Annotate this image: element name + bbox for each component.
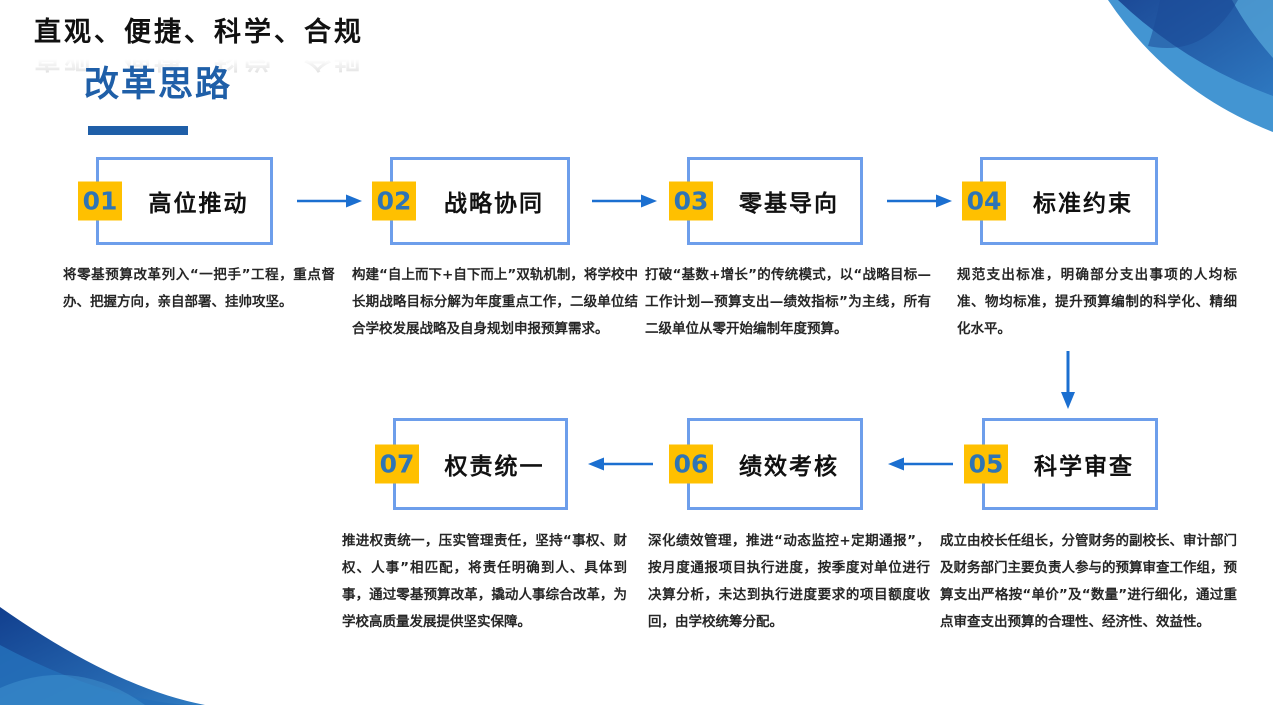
step-description-3: 打破“基数+增长”的传统模式，以“战略目标—工作计划—预算支出—绩效指标”为主线… [645,267,931,337]
step-title: 战略协同 [444,191,544,217]
step-title: 科学审查 [1034,454,1134,480]
corner-swoosh-bottom-left [0,607,205,705]
flow-step-box-6: 06 绩效考核 [669,418,863,510]
corner-swoosh-top-right [1108,0,1273,132]
arrow-down-icon [1061,351,1075,409]
flow-step-box-4: 04 标准约束 [962,157,1158,245]
step-description-6: 深化绩效管理，推进“动态监控+定期通报”，按月度通报项目执行进度，按季度对单位进… [648,533,930,630]
arrow-right-icon [592,194,657,208]
step-title: 权责统一 [444,454,545,480]
step-number-badge: 06 [669,444,713,484]
tagline-text: 直观、便捷、科学、合规 [34,17,364,48]
step-description-5: 成立由校长任组长，分管财务的副校长、审计部门及财务部门主要负责人参与的预算审查工… [940,533,1237,630]
step-number-badge: 01 [78,181,122,221]
title-underline-bar [88,126,188,135]
step-description-4: 规范支出标准，明确部分支出事项的人均标准、物均标准，提升预算编制的科学化、精细化… [957,267,1237,337]
step-description-2: 构建“自上而下+自下而上”双轨机制，将学校中长期战略目标分解为年度重点工作，二级… [352,267,638,337]
page-title: 改革思路 [84,65,233,105]
flow-step-box-5: 05 科学审查 [964,418,1158,510]
step-title: 零基导向 [739,191,839,217]
arrow-right-icon [297,194,362,208]
step-description-1: 将零基预算改革列入“一把手”工程，重点督办、把握方向，亲自部署、挂帅攻坚。 [63,267,335,310]
tagline: 直观、便捷、科学、合规 直观、便捷、科学、合规 [34,10,364,80]
arrow-right-icon [887,194,952,208]
step-title: 高位推动 [148,191,249,217]
step-number-badge: 04 [962,181,1006,221]
arrow-left-icon [888,457,953,471]
step-title: 标准约束 [1033,191,1133,217]
step-number-badge: 03 [669,181,713,221]
step-number-badge: 05 [964,444,1008,484]
arrow-left-icon [588,457,653,471]
step-number-badge: 02 [372,181,416,221]
step-number-badge: 07 [375,444,419,484]
flow-step-box-3: 03 零基导向 [669,157,863,245]
step-title: 绩效考核 [739,454,839,480]
flow-step-box-7: 07 权责统一 [375,418,568,510]
flow-step-box-2: 02 战略协同 [372,157,570,245]
step-description-7: 推进权责统一，压实管理责任，坚持“事权、财权、人事”相匹配，将责任明确到人、具体… [342,533,627,630]
flow-step-box-1: 01 高位推动 [78,157,273,245]
